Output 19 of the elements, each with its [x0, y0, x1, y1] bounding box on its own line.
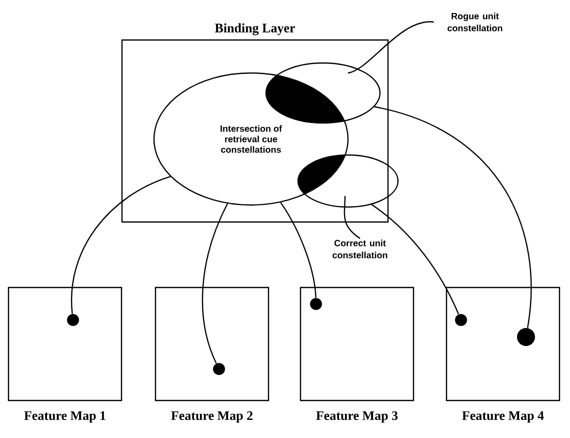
leader-line [348, 21, 434, 74]
connector-line [202, 203, 228, 364]
dot [67, 314, 79, 326]
ellipse [297, 154, 399, 208]
dot [310, 298, 322, 310]
dot [517, 328, 535, 346]
feature-map-box: Feature Map 4 [446, 286, 560, 423]
dot [213, 362, 225, 375]
feature-map-box: Feature Map 1 [8, 286, 122, 423]
callout-label: Rogue unit constellation [448, 12, 502, 32]
feature-map-box: Feature Map 2 [154, 286, 270, 423]
ellipse [265, 62, 381, 124]
connector-line [70, 176, 171, 314]
leader-line [344, 196, 360, 239]
connector-line [371, 204, 460, 315]
dot [455, 314, 467, 326]
connector-line [374, 106, 532, 328]
feature-map-box: Feature Map 3 [300, 286, 414, 423]
callout-label: Correct unit constellation [332, 240, 388, 258]
